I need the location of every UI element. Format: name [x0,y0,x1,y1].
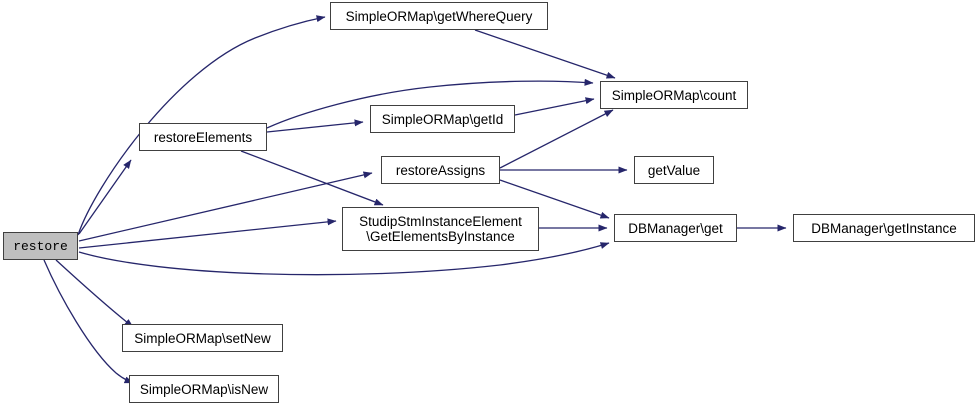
graph-edge-restore-to-dbmanagerGet [78,242,610,276]
graph-node-dbmanagerGet[interactable]: DBManager\get [614,214,737,242]
graph-node-label: getValue [647,162,701,178]
graph-node-label: DBManager\get [628,220,723,236]
graph-node-label: SimpleORMap\getWhereQuery [345,8,533,24]
graph-edge-restore-to-isNew [43,259,134,384]
graph-edge-restoreAssigns-to-dbmanagerGet [499,179,610,219]
graph-node-getValue[interactable]: getValue [634,156,714,184]
graph-edge-restore-to-restoreAssigns [78,171,373,242]
graph-edge-restore-to-getWhereQuery [77,15,326,236]
graph-node-dbmanagerGetInstance[interactable]: DBManager\getInstance [793,214,975,242]
graph-node-isNew[interactable]: SimpleORMap\isNew [129,375,279,403]
graph-node-setNew[interactable]: SimpleORMap\setNew [122,324,283,352]
graph-node-restoreElements[interactable]: restoreElements [139,123,267,151]
graph-edge-getId-to-count [514,97,595,116]
graph-node-label: SimpleORMap\count [611,87,737,103]
graph-node-label: SimpleORMap\isNew [139,381,269,397]
graph-node-label: SimpleORMap\setNew [134,330,271,346]
graph-node-getElementsByInstance[interactable]: StudipStmInstanceElement \GetElementsByI… [342,207,539,251]
graph-edge-restoreElements-to-getElementsByInstance [240,150,384,206]
graph-node-restoreAssigns[interactable]: restoreAssigns [381,156,500,184]
graph-node-label: StudipStmInstanceElement \GetElementsByI… [359,214,522,244]
graph-edge-restore-to-getElementsByInstance [78,218,337,249]
graph-node-label: restoreElements [153,129,253,145]
graph-node-getWhereQuery[interactable]: SimpleORMap\getWhereQuery [330,2,548,30]
graph-edge-restoreElements-to-getId [266,119,364,133]
graph-edge-restoreElements-to-count [266,78,594,129]
graph-node-label: SimpleORMap\getId [381,111,504,127]
graph-node-restore[interactable]: restore [3,232,78,260]
graph-edge-restoreAssigns-to-count [499,109,614,169]
graph-node-getId[interactable]: SimpleORMap\getId [370,105,515,133]
graph-node-label: restoreAssigns [395,162,486,178]
graph-node-label: DBManager\getInstance [811,220,957,236]
graph-edge-restore-to-restoreElements [78,159,132,235]
graph-node-label: restore [13,238,68,254]
graph-edge-restore-to-setNew [55,259,134,328]
graph-edge-getWhereQuery-to-count [474,29,616,79]
graph-node-count[interactable]: SimpleORMap\count [600,81,748,109]
graph-edges [43,15,787,384]
